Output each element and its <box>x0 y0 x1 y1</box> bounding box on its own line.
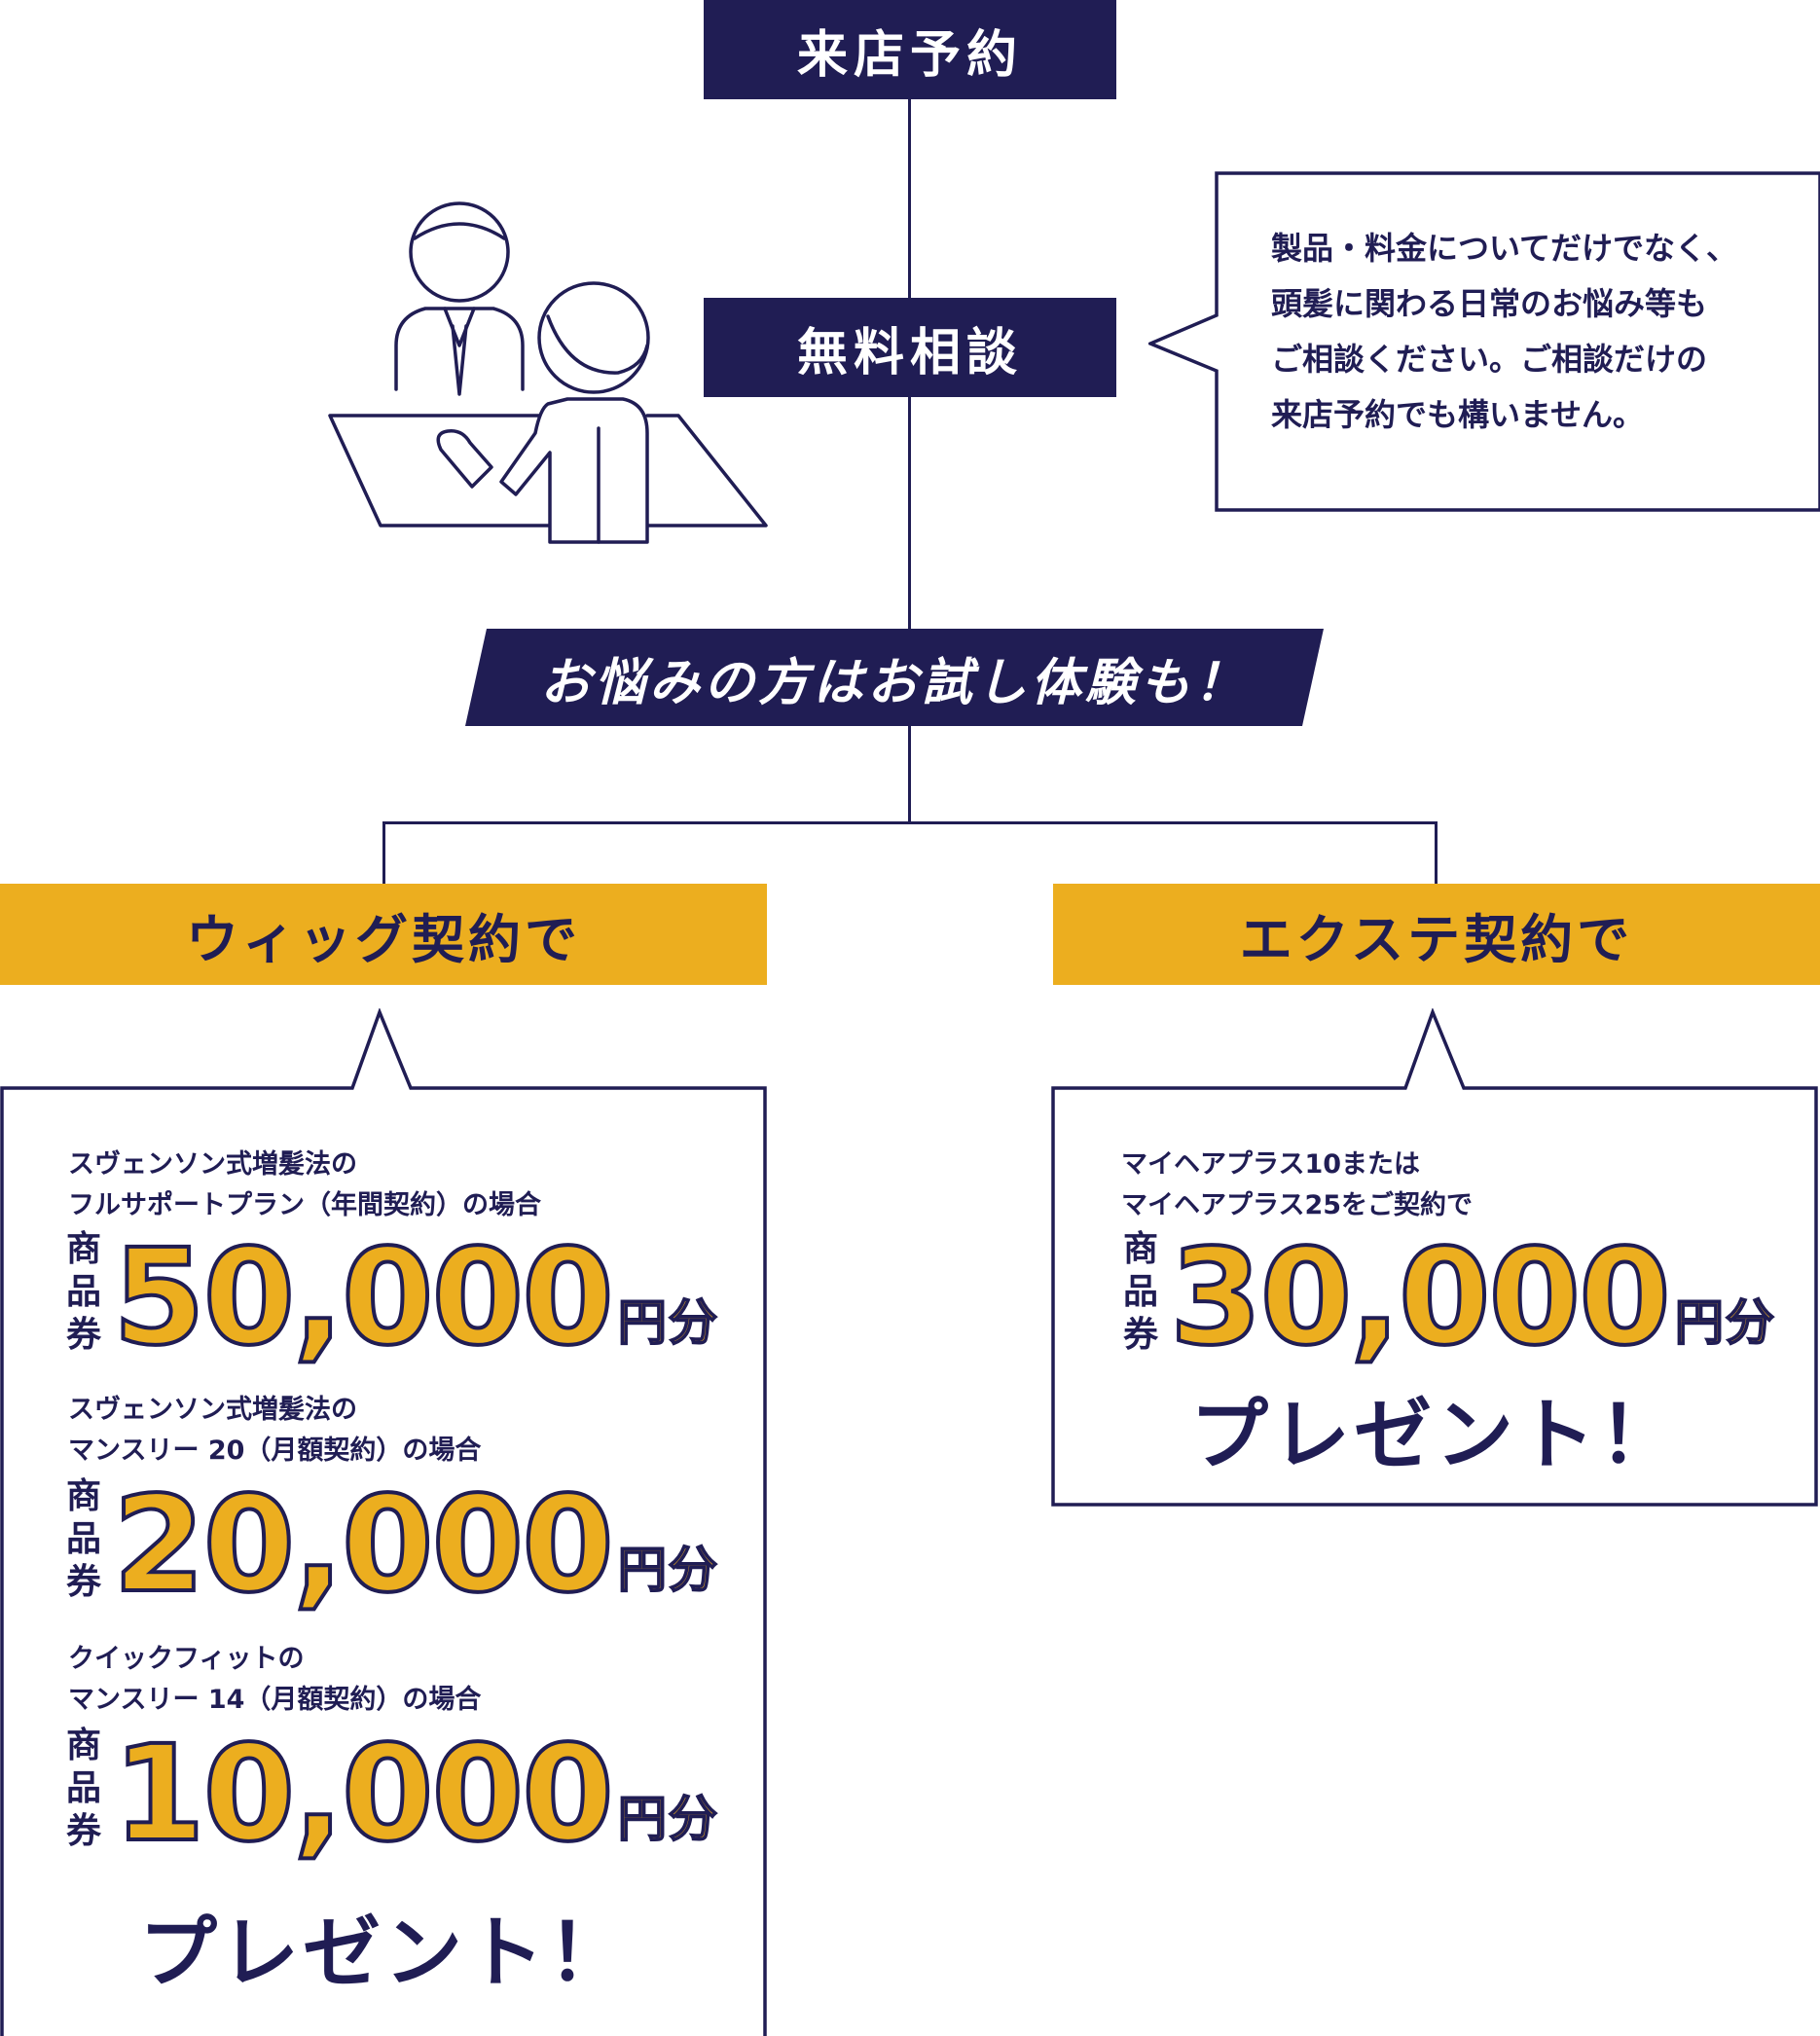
condition-line: スヴェンソン式増髪法の <box>68 1149 357 1180</box>
voucher-char: 品 <box>66 1272 102 1312</box>
voucher-char: 券 <box>66 1562 102 1602</box>
condition-line: マンスリー 20（月額契約）の場合 <box>68 1436 482 1466</box>
ext-present-text: プレゼント！ <box>1190 1390 1681 1480</box>
consult-note: 製品・料金についてだけでなく、 頭髪に関わる日常のお悩み等も ご相談ください。ご… <box>1271 221 1797 443</box>
consultation-illustration <box>328 201 768 544</box>
condition-line: フルサポートプラン（年間契約）の場合 <box>68 1190 541 1220</box>
voucher-label: 商 品 券 <box>66 1475 101 1604</box>
consult-note-line: ご相談ください。ご相談だけの <box>1271 341 1708 378</box>
step-trial: お悩みの方はお試し体験も！ <box>539 653 1249 712</box>
wig-offer-2-amount-row: 商 品 券 20,000 円分 <box>66 1469 719 1622</box>
consult-note-line: 頭髪に関わる日常のお悩み等も <box>1271 285 1708 322</box>
voucher-amount: 50,000 <box>111 1221 616 1375</box>
wig-offer-box-shape <box>0 1008 767 2036</box>
ext-offer-amount-row: 商 品 券 30,000 円分 <box>1123 1221 1776 1375</box>
condition-line: クイックフィットの <box>68 1644 305 1674</box>
voucher-char: 商 <box>66 1229 102 1269</box>
voucher-amount: 20,000 <box>111 1469 616 1622</box>
ext-offer-condition: マイヘアプラス10または マイヘアプラス25をご契約で <box>1121 1145 1783 1226</box>
ext-header: エクステ契約で <box>1053 884 1820 985</box>
voucher-char: 券 <box>66 1811 102 1851</box>
voucher-char: 品 <box>66 1519 102 1559</box>
voucher-char: 商 <box>66 1726 102 1765</box>
wig-header: ウィッグ契約で <box>0 884 767 985</box>
condition-line: マイヘアプラス25をご契約で <box>1121 1190 1474 1220</box>
consult-bubble-shape <box>1148 171 1820 512</box>
voucher-label: 商 品 券 <box>1123 1228 1158 1357</box>
condition-line: マイヘアプラス10または <box>1121 1149 1421 1180</box>
wig-offer-1-amount-row: 商 品 券 50,000 円分 <box>66 1221 719 1375</box>
condition-line: マンスリー 14（月額契約）の場合 <box>68 1685 482 1715</box>
amount-unit: 円分 <box>1674 1293 1776 1352</box>
amount-unit: 円分 <box>617 1541 719 1599</box>
voucher-label: 商 品 券 <box>66 1725 101 1853</box>
connector-branch-horizontal <box>382 821 1438 824</box>
trial-banner-shape <box>465 629 1324 726</box>
connector-main-vertical <box>908 99 911 823</box>
wig-present-text: プレゼント！ <box>139 1908 630 1998</box>
consult-note-line: 来店予約でも構いません。 <box>1271 396 1645 433</box>
wig-offer-3-condition: クイックフィットの マンスリー 14（月額契約）の場合 <box>68 1639 730 1721</box>
ext-offer-box-shape <box>1051 1008 1818 1507</box>
amount-unit: 円分 <box>617 1790 719 1848</box>
wig-offer-2-condition: スヴェンソン式増髪法の マンスリー 20（月額契約）の場合 <box>68 1390 730 1472</box>
connector-branch-left <box>382 821 385 884</box>
voucher-amount: 30,000 <box>1168 1221 1673 1375</box>
step-consultation: 無料相談 <box>704 298 1116 397</box>
voucher-char: 券 <box>66 1315 102 1355</box>
condition-line: スヴェンソン式増髪法の <box>68 1395 357 1425</box>
consult-note-line: 製品・料金についてだけでなく、 <box>1271 230 1738 267</box>
voucher-label: 商 品 券 <box>66 1228 101 1357</box>
voucher-char: 品 <box>66 1768 102 1808</box>
voucher-char: 券 <box>1123 1315 1159 1355</box>
step-reservation: 来店予約 <box>704 0 1116 99</box>
connector-branch-right <box>1435 821 1438 884</box>
voucher-amount: 10,000 <box>111 1718 616 1872</box>
wig-offer-3-amount-row: 商 品 券 10,000 円分 <box>66 1718 719 1872</box>
wig-offer-1-condition: スヴェンソン式増髪法の フルサポートプラン（年間契約）の場合 <box>68 1145 730 1226</box>
amount-unit: 円分 <box>617 1293 719 1352</box>
voucher-char: 商 <box>1123 1229 1159 1269</box>
voucher-char: 品 <box>1123 1272 1159 1312</box>
voucher-char: 商 <box>66 1476 102 1516</box>
